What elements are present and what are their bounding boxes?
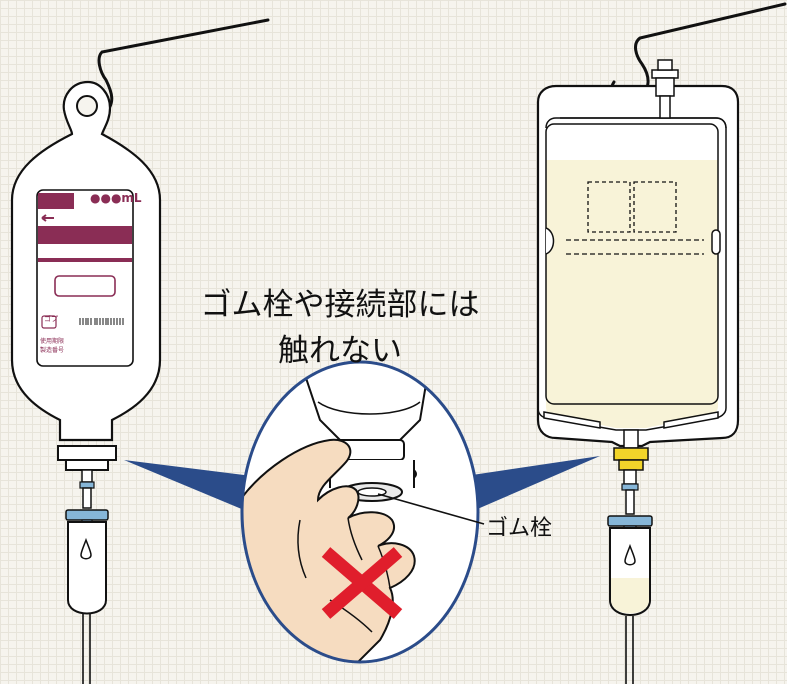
bag-fluid: [546, 160, 718, 428]
bottle-code-label: ゴプ: [44, 315, 58, 323]
barcode: [79, 318, 124, 325]
bottle-expiry-label: 使用期限: [40, 338, 65, 345]
left-hanger-wire: [83, 18, 270, 117]
right-infusion-bag: [536, 59, 740, 471]
label-leader-line: [377, 493, 485, 525]
rubber-stopper-label: ゴム栓: [486, 516, 553, 541]
callout-pointer-right: [452, 456, 600, 520]
bottle-volume-label: ●●●mL: [90, 191, 142, 205]
right-drip-chamber: [607, 469, 653, 684]
left-drip-chamber: [65, 469, 109, 684]
yellow-connector: [613, 447, 649, 461]
headline-line-2: 触れない: [278, 333, 402, 369]
prohibited-cross-icon: [321, 547, 403, 619]
magnified-view: [240, 360, 480, 664]
bottle-lot-label: 製造番号: [40, 347, 65, 354]
callout-pointer-left: [124, 460, 268, 520]
headline: ゴム栓や接続部には 触れない: [180, 282, 500, 374]
left-infusion-bottle: [10, 80, 162, 471]
headline-line-1: ゴム栓や接続部には: [200, 287, 480, 323]
